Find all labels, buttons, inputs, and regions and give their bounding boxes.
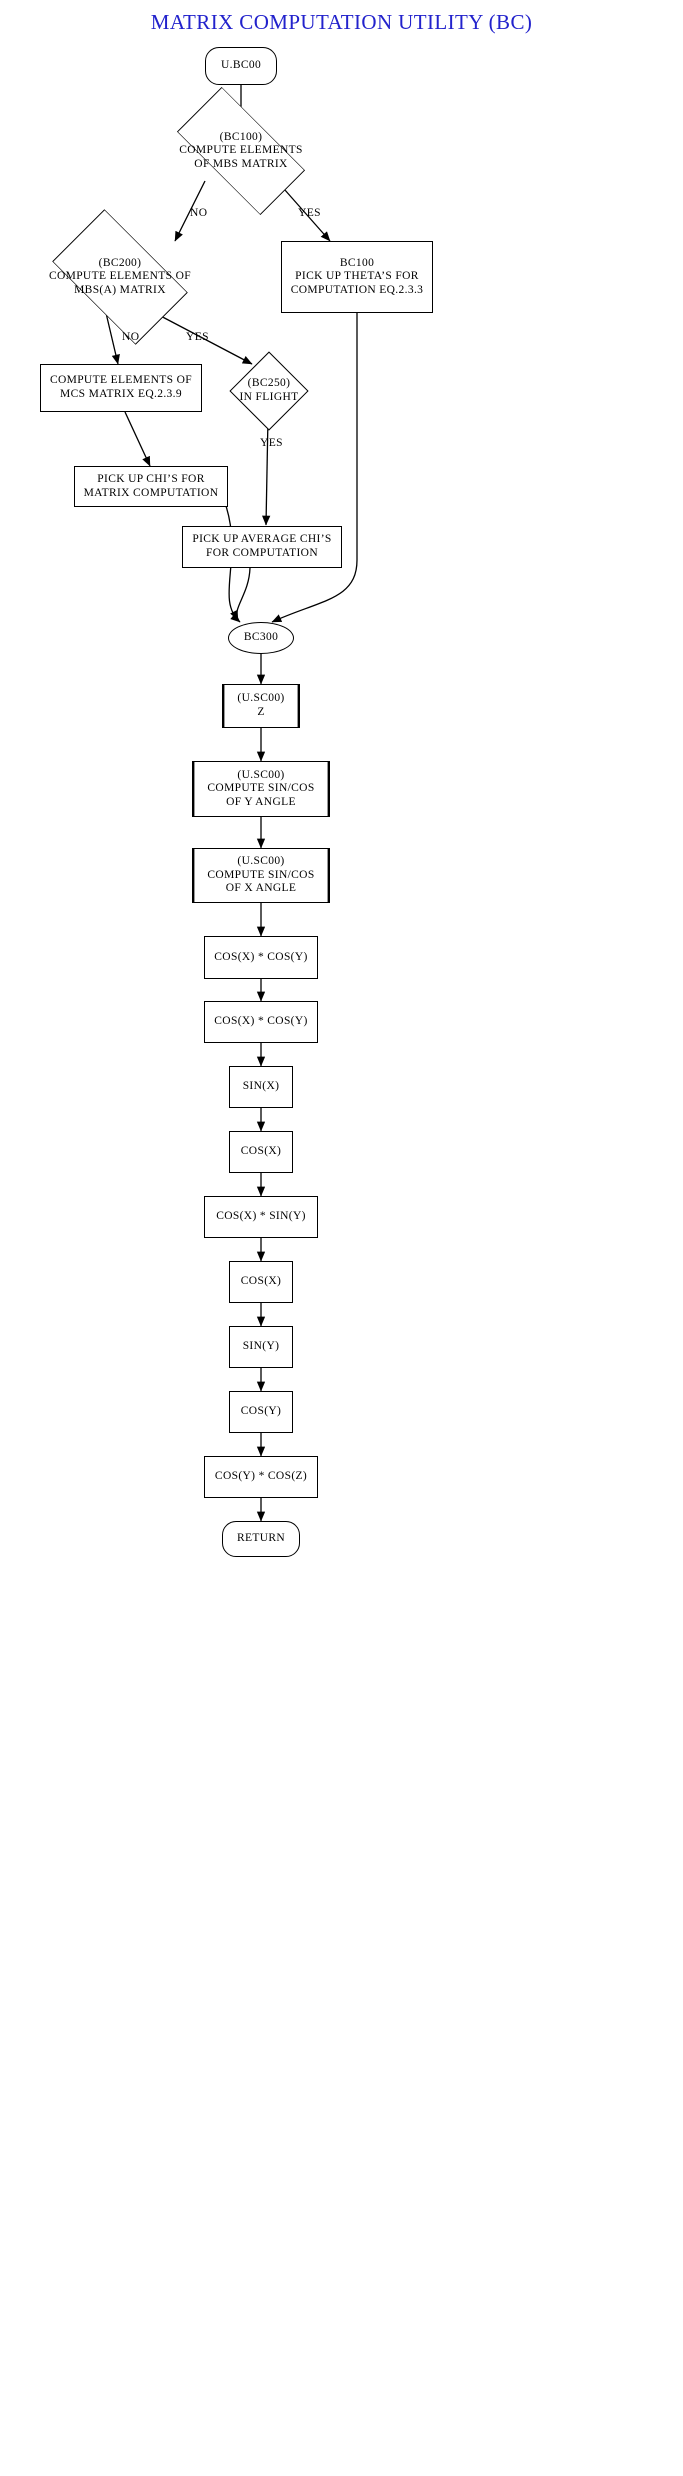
node-bc200-decision-label: (BC200) COMPUTE ELEMENTS OF MBS(A) MATRI… (48, 256, 192, 296)
node-sc00-y-angle[interactable]: (U.SC00) COMPUTE SIN/COS OF Y ANGLE (192, 761, 330, 817)
node-expr-5-label: COS(X) * SIN(Y) (216, 1210, 306, 1223)
node-sc00-z[interactable]: (U.SC00) Z (222, 684, 300, 728)
edge-label-bc250-yes: YES (260, 437, 283, 449)
node-expr-5[interactable]: COS(X) * SIN(Y) (204, 1196, 318, 1238)
node-expr-2-label: COS(X) * COS(Y) (214, 1015, 308, 1028)
node-bc200-decision[interactable]: (BC200) COMPUTE ELEMENTS OF MBS(A) MATRI… (5, 209, 235, 345)
node-pick-chis-label: PICK UP CHI’S FOR MATRIX COMPUTATION (83, 472, 219, 499)
node-expr-8-label: COS(Y) (240, 1405, 282, 1418)
node-expr-6[interactable]: COS(X) (229, 1261, 293, 1303)
node-mcs-matrix[interactable]: COMPUTE ELEMENTS OF MCS MATRIX EQ.2.3.9 (40, 364, 202, 412)
node-sc00-x-angle-label: (U.SC00) COMPUTE SIN/COS OF X ANGLE (207, 855, 315, 895)
node-expr-8[interactable]: COS(Y) (229, 1391, 293, 1433)
node-start-label: U.BC00 (220, 59, 262, 72)
node-bc100-decision[interactable]: (BC100) COMPUTE ELEMENTS OF MBS MATRIX (125, 86, 357, 216)
edge-label-bc100-yes: YES (298, 207, 321, 219)
node-pick-chis[interactable]: PICK UP CHI’S FOR MATRIX COMPUTATION (74, 466, 228, 507)
node-mcs-matrix-label: COMPUTE ELEMENTS OF MCS MATRIX EQ.2.3.9 (49, 374, 193, 400)
node-bc100-decision-label: (BC100) COMPUTE ELEMENTS OF MBS MATRIX (179, 130, 303, 170)
node-expr-6-label: COS(X) (240, 1275, 282, 1288)
node-return[interactable]: RETURN (222, 1521, 300, 1557)
node-bc300-connector-label: BC300 (243, 631, 279, 644)
node-expr-4[interactable]: COS(X) (229, 1131, 293, 1173)
node-expr-4-label: COS(X) (240, 1145, 282, 1158)
node-sc00-y-angle-label: (U.SC00) COMPUTE SIN/COS OF Y ANGLE (207, 768, 315, 808)
node-return-label: RETURN (236, 1532, 286, 1545)
node-expr-9[interactable]: COS(Y) * COS(Z) (204, 1456, 318, 1498)
node-bc250-decision-label: (BC250) IN FLIGHT (239, 377, 299, 403)
node-expr-7[interactable]: SIN(Y) (229, 1326, 293, 1368)
node-bc100-process-label: BC100 PICK UP THETA’S FOR COMPUTATION EQ… (290, 256, 424, 296)
node-sc00-x-angle[interactable]: (U.SC00) COMPUTE SIN/COS OF X ANGLE (192, 848, 330, 903)
node-bc250-decision[interactable]: (BC250) IN FLIGHT (215, 351, 323, 431)
node-pick-average-chis[interactable]: PICK UP AVERAGE CHI’S FOR COMPUTATION (182, 526, 342, 568)
node-expr-1-label: COS(X) * COS(Y) (214, 950, 308, 963)
node-expr-3-label: SIN(X) (242, 1080, 280, 1093)
edge-label-bc200-no: NO (122, 331, 140, 343)
node-bc300-connector[interactable]: BC300 (228, 622, 294, 654)
node-expr-9-label: COS(Y) * COS(Z) (214, 1470, 308, 1483)
node-expr-1[interactable]: COS(X) * COS(Y) (204, 936, 318, 979)
node-start[interactable]: U.BC00 (205, 47, 277, 85)
edge-label-bc200-yes: YES (186, 331, 209, 343)
node-sc00-z-label: (U.SC00) Z (237, 692, 285, 718)
node-pick-average-chis-label: PICK UP AVERAGE CHI’S FOR COMPUTATION (192, 533, 332, 559)
page-title: MATRIX COMPUTATION UTILITY (BC) (150, 10, 533, 34)
node-expr-3[interactable]: SIN(X) (229, 1066, 293, 1108)
edge-label-bc100-no: NO (190, 207, 208, 219)
node-bc100-process[interactable]: BC100 PICK UP THETA’S FOR COMPUTATION EQ… (281, 241, 433, 313)
node-expr-7-label: SIN(Y) (242, 1340, 280, 1353)
node-expr-2[interactable]: COS(X) * COS(Y) (204, 1001, 318, 1043)
